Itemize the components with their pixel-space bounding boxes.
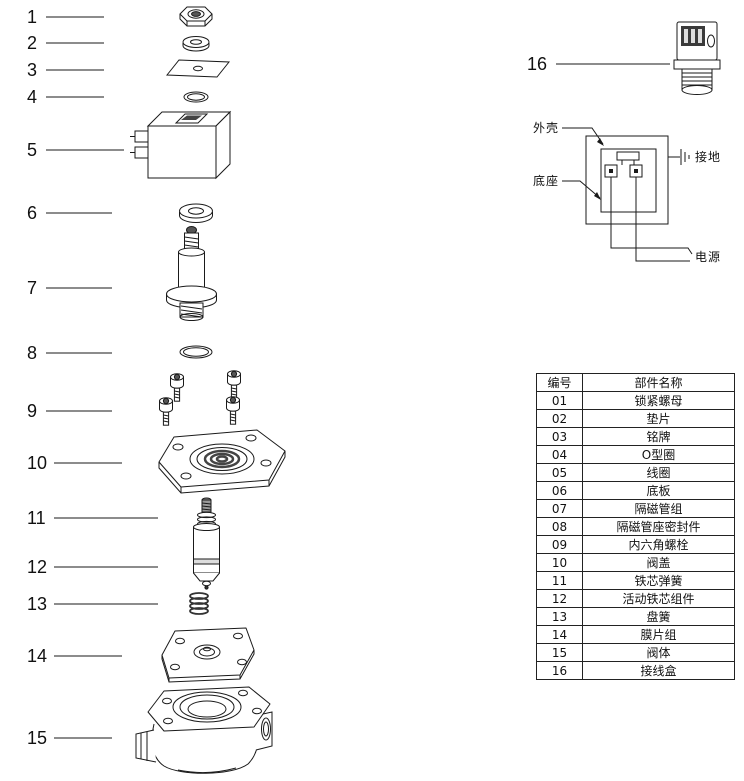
part-07-isolation-tube (166, 226, 217, 321)
part-09-bolts (159, 370, 241, 426)
part-10-valve-cover (158, 429, 286, 494)
power-wire-1 (610, 177, 693, 255)
base-leader (562, 180, 601, 199)
housing-label: 外壳 (533, 121, 560, 135)
part-05-coil (130, 110, 232, 180)
part-id-cell: 06 (536, 481, 583, 500)
part-name-cell: 锁紧螺母 (582, 391, 735, 410)
part-number-label-12: 12 (27, 557, 48, 577)
part-number-label-2: 2 (27, 33, 38, 53)
part-name-cell: 阀体 (582, 643, 735, 662)
part-name-cell: 内六角螺栓 (582, 535, 735, 554)
part-id-cell: 03 (536, 427, 583, 446)
part-id-cell: 13 (536, 607, 583, 626)
part-number-label-11: 11 (27, 508, 46, 528)
part-name-cell: 接线盒 (582, 661, 735, 680)
part-name-cell: 隔磁管组 (582, 499, 735, 518)
part-name-cell: 铁芯弹簧 (582, 571, 735, 590)
part-number-label-4: 4 (27, 87, 38, 107)
part-name-cell: O型圈 (582, 445, 735, 464)
connector-symbol (616, 151, 640, 161)
part-name-cell: 活动铁芯组件 (582, 589, 735, 608)
power-label: 电源 (695, 250, 722, 264)
part-id-cell: 16 (536, 661, 583, 680)
part-name-cell: 阀盖 (582, 553, 735, 572)
ground-symbol (680, 149, 690, 165)
part-number-label-13: 13 (27, 594, 48, 614)
part-number-label-6: 6 (27, 203, 38, 223)
part-name-cell: 盘簧 (582, 607, 735, 626)
power-wire-2 (635, 177, 690, 262)
part-number-label-5: 5 (27, 140, 38, 160)
wiring-diagram (562, 127, 693, 262)
part-id-cell: 05 (536, 463, 583, 482)
part-16-junction-box (673, 21, 721, 95)
part-id-cell: 09 (536, 535, 583, 554)
part-04-o-ring (183, 91, 209, 103)
part-15-valve-body (135, 686, 273, 774)
part-number-label-15: 15 (27, 728, 48, 748)
part-03-nameplate (165, 59, 231, 78)
leader-lines (46, 16, 670, 739)
part-id-cell: 14 (536, 625, 583, 644)
part-01-lock-nut (179, 6, 213, 27)
part-02-washer (182, 36, 210, 52)
part-name-cell: 底板 (582, 481, 735, 500)
part-id-cell: 11 (536, 571, 583, 590)
part-id-cell: 10 (536, 553, 583, 572)
base-label: 底座 (533, 174, 560, 188)
part-number-label-7: 7 (27, 278, 38, 298)
part-06-base-plate (179, 203, 213, 223)
table-header-row: 编号 部件名称 (536, 373, 735, 392)
base-outline (600, 148, 657, 213)
part-number-label-16: 16 (527, 54, 548, 74)
part-08-seal-ring (179, 345, 213, 359)
housing-outline (585, 135, 669, 225)
housing-leader (562, 127, 604, 145)
part-name-cell: 隔磁管座密封件 (582, 517, 735, 536)
part-11-core-spring (197, 497, 216, 528)
table-header-id: 编号 (536, 373, 583, 392)
part-id-cell: 08 (536, 517, 583, 536)
part-14-diaphragm (161, 627, 255, 683)
part-id-cell: 01 (536, 391, 583, 410)
part-name-cell: 铭牌 (582, 427, 735, 446)
ground-label: 接地 (695, 150, 722, 164)
part-number-label-10: 10 (27, 453, 48, 473)
part-12-movable-core (193, 523, 220, 590)
part-id-cell: 15 (536, 643, 583, 662)
table-header-name: 部件名称 (582, 373, 735, 392)
part-name-cell: 线圈 (582, 463, 735, 482)
part-id-cell: 04 (536, 445, 583, 464)
part-name-cell: 垫片 (582, 409, 735, 428)
part-id-cell: 07 (536, 499, 583, 518)
part-name-cell: 膜片组 (582, 625, 735, 644)
part-number-label-9: 9 (27, 401, 38, 421)
part-number-label-3: 3 (27, 60, 38, 80)
part-number-label-8: 8 (27, 343, 38, 363)
part-number-label-14: 14 (27, 646, 48, 666)
part-id-cell: 02 (536, 409, 583, 428)
part-13-disc-spring (189, 592, 209, 615)
part-number-label-1: 1 (27, 7, 38, 27)
part-id-cell: 12 (536, 589, 583, 608)
